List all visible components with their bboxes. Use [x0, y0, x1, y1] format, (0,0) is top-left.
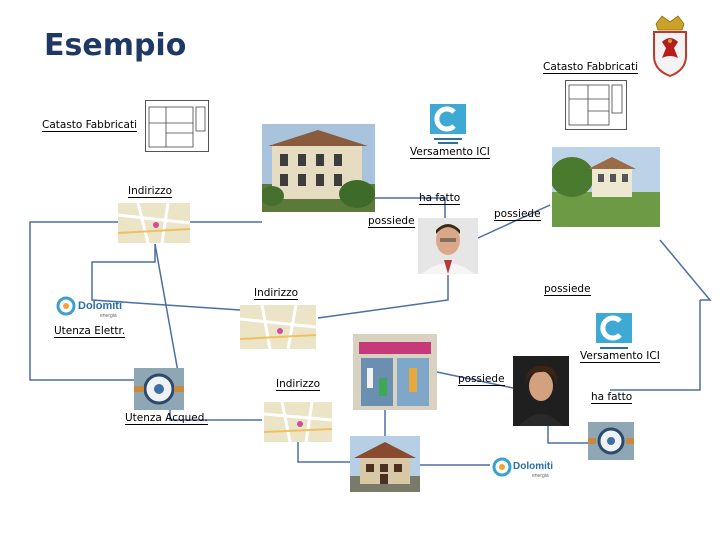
label-versamento-ici-right: Versamento ICI	[580, 350, 660, 363]
country-house-photo	[552, 147, 660, 227]
label-indirizzo-3: Indirizzo	[276, 378, 320, 391]
ici-logo	[594, 311, 634, 355]
label-possiede-3: possiede	[544, 283, 591, 296]
street-map-image	[240, 305, 316, 349]
floor-plan-image	[565, 80, 627, 130]
label-catasto-fabbricati-left: Catasto Fabbricati	[42, 119, 137, 132]
floor-plan-image	[145, 100, 209, 152]
dolomiti-energia-logo: Dolomiti energia	[492, 452, 562, 482]
dolomiti-logo-text: Dolomiti	[78, 300, 122, 312]
street-map-image	[264, 402, 332, 442]
dolomiti-logo-text: Dolomiti	[513, 461, 553, 472]
label-indirizzo-2: Indirizzo	[254, 287, 298, 300]
energia-logo-text: energia	[532, 473, 549, 479]
dolomiti-energia-logo: Dolomiti energia	[56, 293, 132, 319]
energia-logo-text: energia	[100, 313, 117, 319]
connector-man2-meter	[548, 425, 590, 443]
label-utenza-elettr: Utenza Elettr.	[54, 325, 125, 338]
label-catasto-fabbricati-top: Catasto Fabbricati	[543, 61, 638, 74]
connector-house2-right	[660, 240, 710, 300]
shop-photo	[353, 334, 437, 410]
connector-map1-meter2	[155, 244, 178, 372]
water-meter-photo	[134, 368, 184, 410]
label-indirizzo-1: Indirizzo	[128, 185, 172, 198]
person-photo	[513, 356, 569, 426]
label-versamento-ici-top: Versamento ICI	[410, 146, 490, 159]
house-photo	[350, 436, 420, 492]
label-possiede-1: possiede	[368, 215, 415, 228]
coat-of-arms-logo	[648, 14, 692, 78]
villa-photo	[262, 124, 375, 212]
label-possiede-2: possiede	[494, 208, 541, 221]
water-meter-photo	[588, 422, 634, 460]
label-possiede-4: possiede	[458, 373, 505, 386]
connector-person-map2	[318, 275, 448, 318]
label-ha-fatto-1: ha fatto	[419, 192, 460, 205]
label-utenza-acqued: Utenza Acqued.	[125, 412, 208, 425]
label-ha-fatto-2: ha fatto	[591, 391, 632, 404]
ici-logo	[428, 102, 468, 146]
person-photo	[418, 218, 478, 274]
street-map-image	[118, 203, 190, 243]
connector-map3-house3	[298, 440, 350, 462]
